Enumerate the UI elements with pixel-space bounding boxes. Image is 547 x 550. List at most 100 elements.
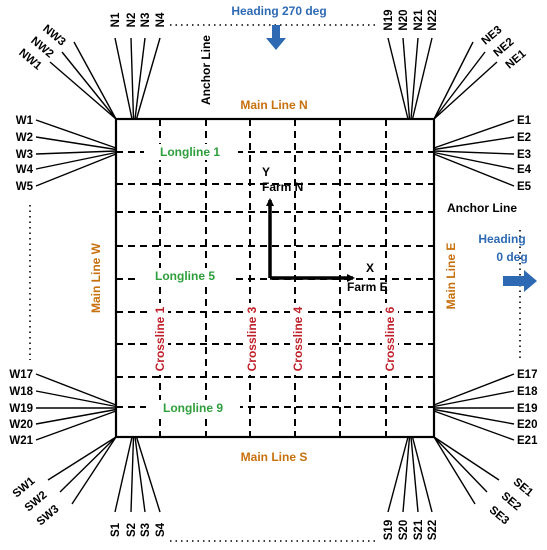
anchor-label-e17: E17 (517, 369, 537, 381)
longline-9-label: Longline 9 (163, 401, 223, 415)
anchor-line-nw2 (61, 51, 117, 120)
main-line-e-label: Main Line E (444, 243, 458, 310)
heading-0-arrow (503, 270, 537, 292)
farm-y-axis-label: Farm N (262, 180, 303, 194)
anchor-label-n19: N19 (383, 9, 395, 30)
anchor-line-se3 (433, 436, 476, 505)
anchor-label-s19: S19 (383, 520, 395, 540)
anchor-line-w2 (35, 136, 117, 151)
anchor-line-sw2 (59, 436, 117, 493)
anchor-line-nw1 (49, 61, 117, 120)
heading-0-indicator: Heading 0 deg (478, 232, 537, 292)
anchor-label-e19: E19 (517, 403, 537, 415)
heading-270-label: Heading 270 deg (231, 4, 326, 18)
anchor-line-e21 (433, 410, 515, 441)
anchor-label-n4: N4 (155, 12, 167, 27)
longline-labels: Longline 1 Longline 5 Longline 9 (138, 144, 240, 416)
farm-x-axis-label: Farm E (347, 280, 388, 294)
anchor-label-w21: W21 (9, 435, 33, 447)
heading-0-label-line1: Heading (478, 232, 525, 246)
anchor-label-w5: W5 (16, 181, 34, 193)
longline-5-label: Longline 5 (155, 269, 215, 283)
anchor-line-e3 (433, 150, 515, 155)
anchor-line-e4 (433, 151, 515, 170)
anchor-label-w20: W20 (9, 419, 33, 431)
heading-270-arrow (266, 25, 286, 50)
anchor-label-se3: SE3 (487, 504, 511, 527)
longline-1-label: Longline 1 (160, 145, 220, 159)
main-line-n-label: Main Line N (240, 98, 307, 112)
anchor-line-w17 (35, 373, 117, 406)
anchor-line-s2 (130, 436, 135, 513)
anchor-line-nw3 (73, 41, 117, 120)
anchor-label-s22: S22 (427, 520, 439, 540)
anchor-line-e5 (433, 153, 515, 187)
dotted-gap-indicators (29, 24, 521, 542)
anchor-line-n4 (135, 37, 161, 120)
anchor-line-n19 (387, 37, 409, 120)
crossline-labels: Crossline 1 Crossline 3 Crossline 4 Cros… (152, 303, 398, 375)
anchor-label-s21: S21 (413, 519, 425, 540)
anchor-line-w20 (35, 408, 117, 425)
main-line-w-label: Main Line W (89, 242, 103, 313)
anchor-line-n21 (410, 37, 419, 120)
anchor-line-s19 (387, 436, 409, 513)
anchor-line-s1 (114, 436, 133, 513)
anchor-label-w3: W3 (16, 149, 33, 161)
anchor-label-e1: E1 (517, 115, 532, 127)
anchor-line-w5 (35, 153, 117, 187)
crossline-1-label: Crossline 1 (153, 306, 167, 371)
heading-0-label-line2: 0 deg (496, 250, 527, 264)
anchor-label-e18: E18 (517, 386, 538, 398)
anchor-line-n3 (134, 37, 146, 120)
anchor-line-sw3 (71, 436, 117, 505)
crossline-4-label: Crossline 4 (291, 306, 305, 371)
anchor-label-e20: E20 (517, 419, 537, 431)
anchor-label-n20: N20 (398, 9, 410, 30)
anchor-label-n22: N22 (427, 9, 439, 30)
anchor-line-w18 (35, 390, 117, 408)
anchor-line-w3 (35, 150, 117, 155)
anchor-label-e4: E4 (517, 164, 532, 176)
anchor-line-se1 (433, 436, 500, 481)
anchor-line-e2 (433, 136, 515, 151)
anchor-line-s4 (135, 436, 161, 513)
anchor-label-e5: E5 (517, 181, 532, 193)
main-line-s-label: Main Line S (241, 450, 308, 464)
anchor-line-right-label: Anchor Line (447, 201, 517, 215)
anchor-label-n1: N1 (110, 12, 122, 27)
anchor-label-w18: W18 (9, 386, 33, 398)
anchor-label-s4: S4 (155, 522, 167, 537)
anchor-line-top-label: Anchor Line (199, 35, 213, 105)
anchor-line-ne2 (433, 51, 486, 120)
anchor-label-n3: N3 (140, 13, 152, 28)
crossline-3-label: Crossline 3 (245, 306, 259, 371)
farm-x-axis-letter: X (366, 261, 374, 275)
anchor-line-se2 (433, 436, 488, 493)
anchor-line-e20 (433, 408, 515, 425)
anchor-label-w19: W19 (9, 403, 33, 415)
anchor-line-n22 (411, 37, 433, 120)
anchor-line-n1 (114, 37, 133, 120)
anchor-line-e1 (433, 119, 515, 149)
anchor-lines (35, 37, 515, 513)
anchor-line-w4 (35, 151, 117, 170)
anchor-label-w17: W17 (9, 369, 33, 381)
farm-y-axis-letter: Y (262, 165, 270, 179)
anchor-line-sw1 (47, 436, 117, 481)
anchor-label-n21: N21 (413, 9, 425, 31)
anchor-label-s20: S20 (398, 520, 410, 540)
anchor-line-e17 (433, 373, 515, 406)
anchor-line-n2 (130, 37, 135, 120)
heading-270-indicator: Heading 270 deg (231, 4, 327, 50)
anchor-line-n20 (402, 37, 411, 120)
anchor-label-e2: E2 (517, 132, 531, 144)
anchor-label-s1: S1 (110, 522, 122, 537)
anchor-line-s22 (411, 436, 433, 513)
anchor-label-w2: W2 (16, 132, 33, 144)
anchor-label-e21: E21 (517, 435, 538, 447)
anchor-line-s3 (134, 436, 146, 513)
anchor-line-w1 (35, 119, 117, 149)
anchor-label-s2: S2 (126, 523, 138, 537)
